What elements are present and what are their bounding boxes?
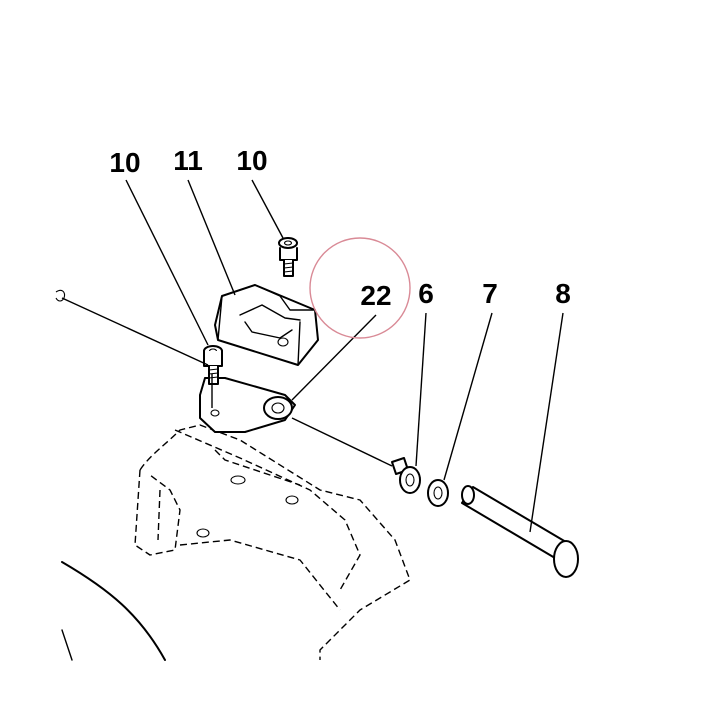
- pivot-boss: [263, 396, 293, 420]
- frame-hole: [196, 528, 210, 538]
- pivot-mount-bracket: [199, 377, 296, 433]
- pivot-hole: [271, 402, 285, 414]
- bushing: [391, 457, 421, 494]
- leader-bolt-left: [125, 179, 209, 346]
- leader-bracket: [187, 179, 236, 296]
- leader-bolt-right: [251, 179, 284, 239]
- frame-hole: [230, 475, 246, 485]
- leader-pivot: [291, 314, 377, 401]
- mount-hole: [210, 409, 220, 417]
- frame-hole: [285, 495, 299, 505]
- callout-bolt-left: 10: [109, 147, 140, 178]
- callout-washer: 7: [482, 278, 498, 309]
- leader-washer: [443, 312, 493, 481]
- highlight-circle: [309, 237, 411, 339]
- washer: [427, 479, 449, 507]
- bolt-upper: [278, 237, 298, 277]
- callout-bushing: 6: [418, 278, 434, 309]
- bolt-lower: [203, 345, 223, 385]
- leader-pin: [529, 312, 564, 533]
- leader-line: [61, 297, 209, 366]
- frame-body: [134, 424, 411, 660]
- callout-pivot: 22: [360, 280, 391, 311]
- pivot-pin: [461, 485, 579, 578]
- axis-line: [291, 417, 393, 467]
- clamp-hole: [277, 337, 289, 347]
- leader-lines: [61, 179, 564, 533]
- callout-bolt-right: 10: [236, 145, 267, 176]
- cropped-label-fragment: [55, 289, 66, 302]
- callout-bracket: 11: [173, 145, 203, 176]
- callout-pin: 8: [555, 278, 571, 309]
- leader-bushing: [415, 312, 427, 467]
- clamp-bracket: [214, 284, 319, 366]
- cover-outline: [61, 561, 166, 661]
